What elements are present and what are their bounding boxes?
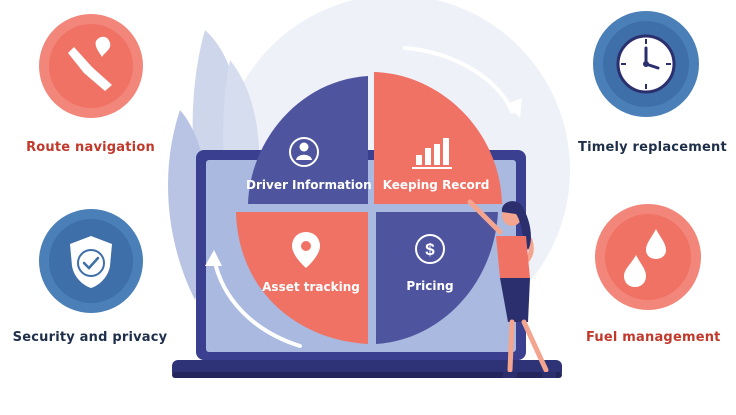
asset-tracking-label: Asset tracking	[262, 280, 360, 294]
cycle-arrow-heads	[205, 98, 522, 266]
quadrant-keeping-record	[374, 72, 502, 204]
fuel-drops-icon	[595, 204, 701, 310]
route-navigation-label: Route navigation	[26, 140, 155, 155]
fuel-management-label: Fuel management	[586, 330, 721, 345]
security-privacy-label: Security and privacy	[12, 330, 168, 345]
bar-chart-icon	[412, 138, 452, 169]
quadrant-pricing	[376, 212, 498, 344]
location-pin-icon	[292, 232, 320, 268]
timely-replacement-label: Timely replacement	[578, 140, 727, 155]
quadrant-asset-tracking	[236, 212, 368, 344]
shield-check-icon	[39, 209, 143, 313]
driver-information-label: Driver Information	[246, 178, 372, 192]
pricing-label: Pricing	[406, 279, 454, 293]
route-turn-icon	[39, 14, 143, 118]
quadrant-driver-information	[248, 76, 368, 204]
svg-text:$: $	[425, 240, 435, 259]
keeping-record-label: Keeping Record	[382, 178, 490, 192]
user-icon	[289, 137, 319, 167]
cycle-arrows	[212, 46, 514, 348]
clock-icon	[593, 11, 699, 117]
dollar-coin-icon: $	[415, 234, 445, 264]
presenter-figure	[467, 199, 556, 378]
